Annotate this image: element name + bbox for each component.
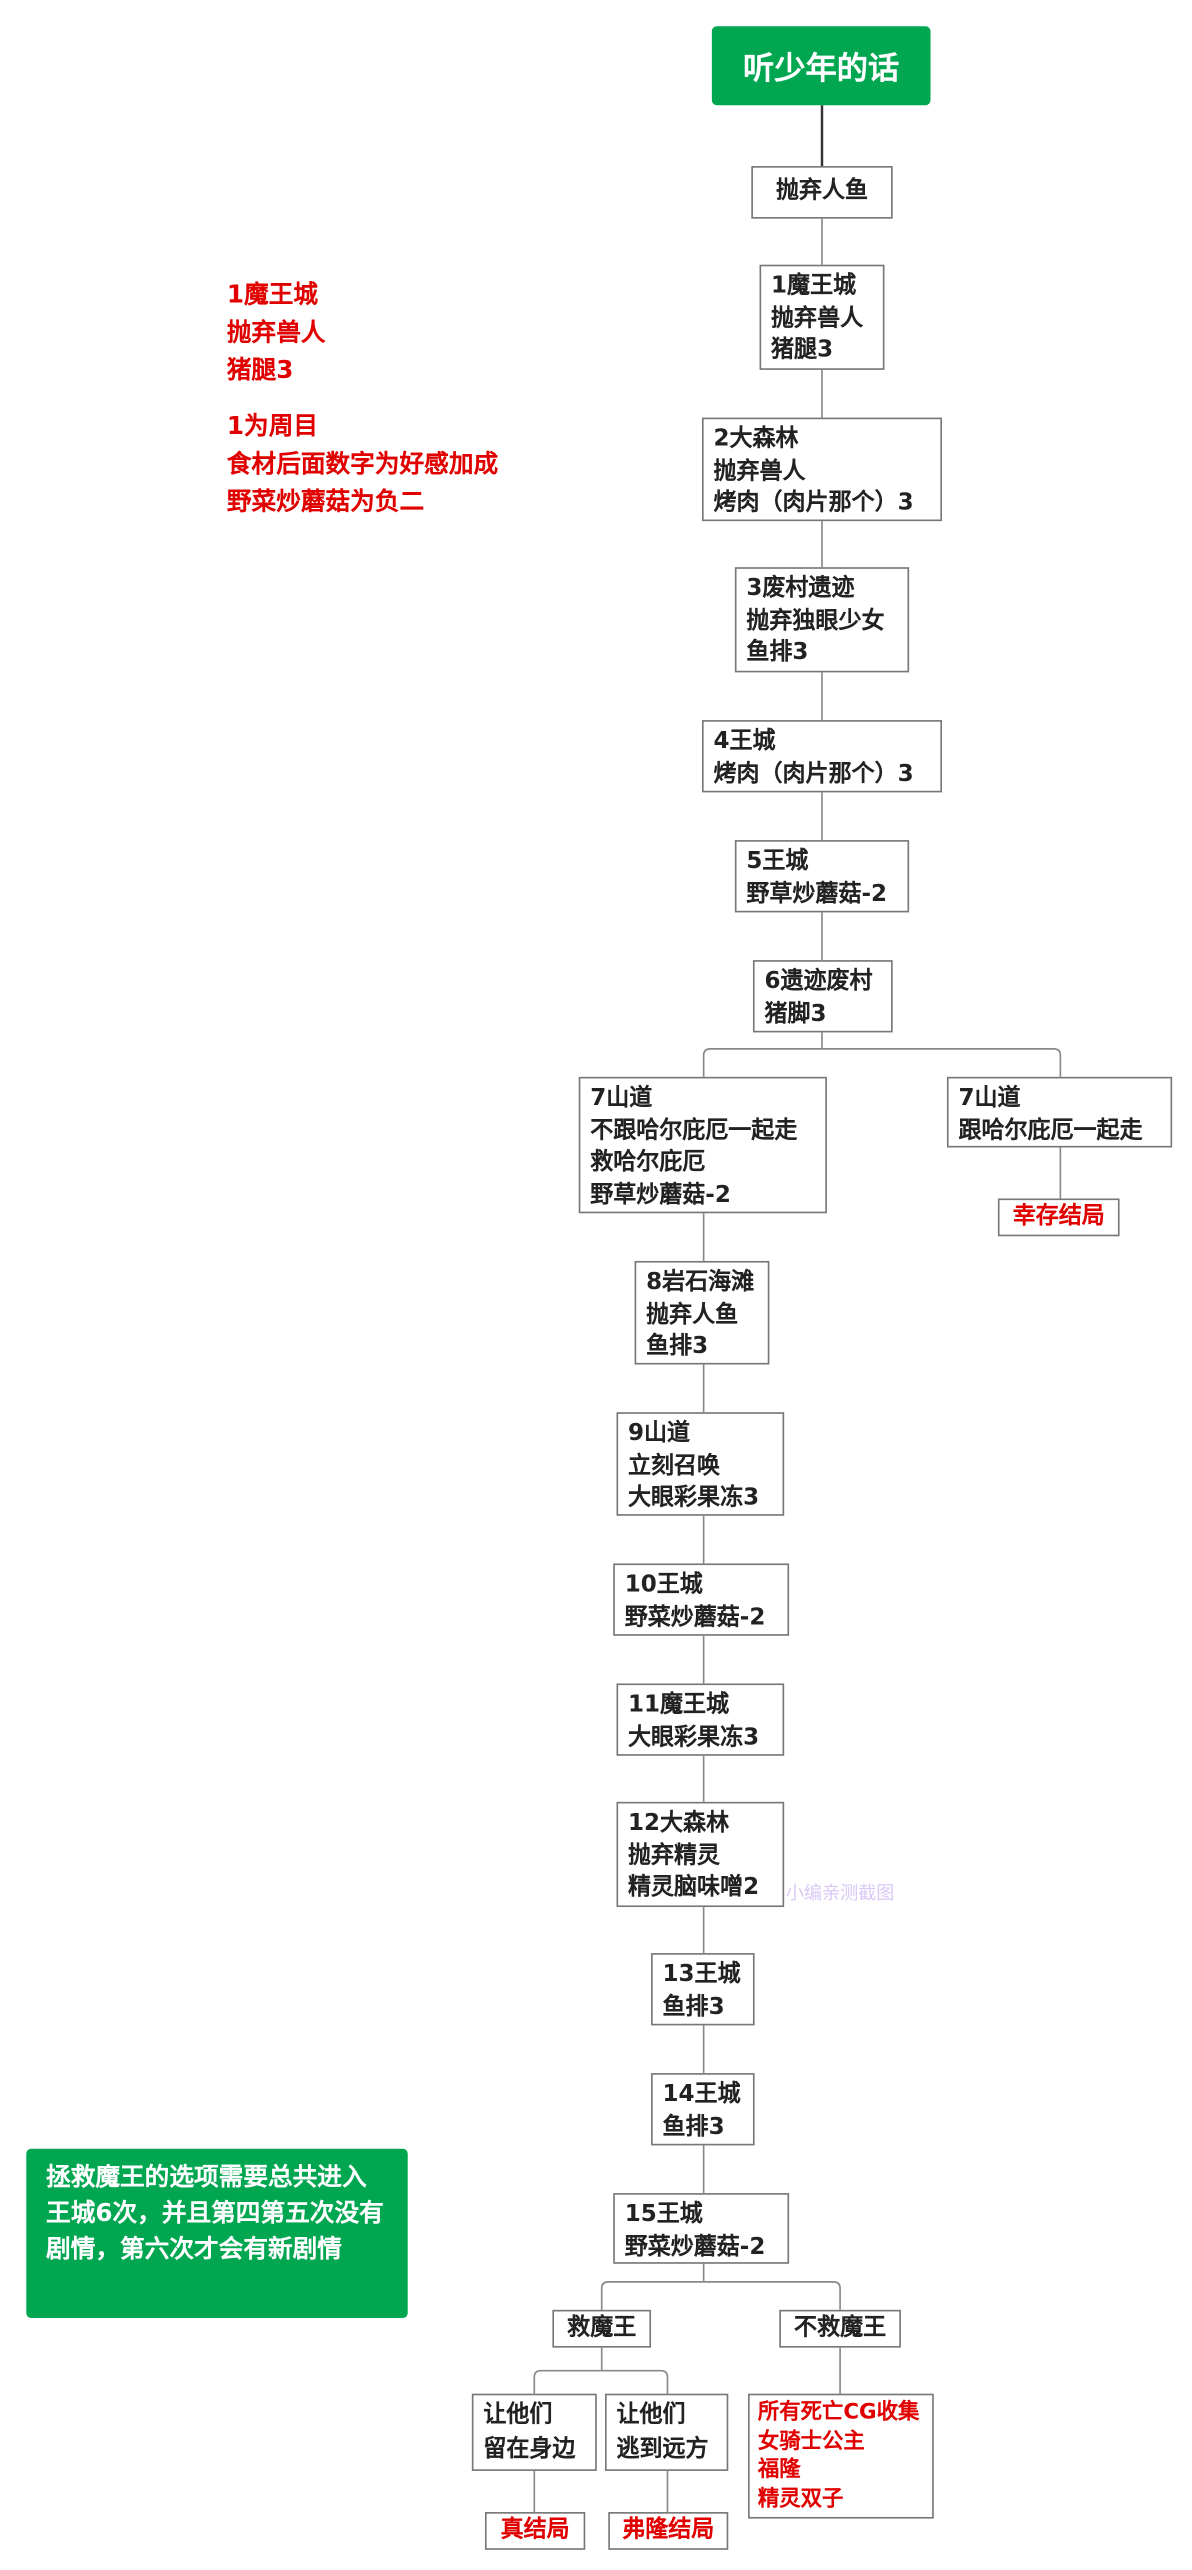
node-text-line: 救哈尔庇厄 [590, 1149, 706, 1176]
node-text-line: 立刻召唤 [628, 1452, 721, 1479]
node-text-line: 野草炒蘑菇-2 [590, 1181, 731, 1208]
node-text-line: 逃到远方 [616, 2436, 709, 2463]
ending-fron: 弗隆结局 [608, 2512, 729, 2550]
node-text-line: 女骑士公主 [757, 2429, 865, 2454]
step-node: 14王城鱼排3 [651, 2073, 755, 2146]
node-text-line: 所有死亡CG收集 [757, 2400, 920, 2425]
note-line: 食材后面数字为好感加成 [226, 448, 499, 479]
node-text-line: 福隆 [757, 2457, 801, 2483]
step-node: 1魔王城抛弃兽人猪腿3 [759, 264, 885, 370]
step-node: 13王城鱼排3 [651, 1953, 755, 2026]
node-text-line: 2大森林 [713, 425, 799, 453]
node-text-line: 10王城 [624, 1571, 703, 1598]
title-node: 听少年的话 [711, 26, 931, 106]
step-node: 3废村遗迹抛弃独眼少女鱼排3 [734, 567, 910, 673]
node-text-line: 精灵脑味噌2 [628, 1874, 760, 1901]
example-note: 1魔王城 抛弃兽人 猪腿3 [227, 276, 326, 389]
node-text-line: 11魔王城 [628, 1691, 730, 1718]
node-text-line: 3废村遗迹 [746, 575, 855, 602]
node-text-line: 大眼彩果冻3 [628, 1484, 760, 1511]
step-node: 5王城野草炒蘑菇-2 [734, 840, 910, 913]
legend-note: 1为周目 食材后面数字为好感加成 野菜炒蘑菇为负二 [227, 408, 498, 521]
choice-flee: 让他们逃到远方 [604, 2393, 729, 2471]
node-text-line: 烤肉（肉片那个）3 [713, 489, 914, 517]
step-node: 4王城烤肉（肉片那个）3 [701, 720, 943, 793]
node-text-line: 抛弃独眼少女 [746, 607, 885, 634]
root-choice-node: 抛弃人鱼 [751, 166, 893, 219]
tip-note: 拯救魔王的选项需要总共进入王城6次，并且第四第五次没有剧情，第六次才会有新剧情 [26, 2148, 408, 2319]
step-node: 2大森林抛弃兽人烤肉（肉片那个）3 [701, 417, 943, 522]
node-text-line: 猪腿3 [771, 337, 834, 364]
step-node: 9山道立刻召唤大眼彩果冻3 [616, 1412, 785, 1516]
step-node: 10王城野菜炒蘑菇-2 [613, 1563, 790, 1636]
node-text-line: 烤肉（肉片那个）3 [713, 760, 914, 787]
node-text-line: 野草炒蘑菇-2 [746, 880, 888, 907]
step-node: 11魔王城大眼彩果冻3 [616, 1683, 785, 1756]
node-text-line: 15王城 [624, 2201, 703, 2228]
note-line: 抛弃兽人 [226, 317, 326, 347]
node-text-line: 抛弃兽人 [713, 457, 806, 485]
node-text-line: 8岩石海滩 [646, 1269, 755, 1296]
node-text-line: 12大森林 [628, 1810, 730, 1837]
node-text-line: 抛弃人鱼 [646, 1301, 739, 1328]
node-text-line: 不跟哈尔庇厄一起走 [590, 1117, 798, 1144]
note-line: 1为周目 [226, 411, 319, 441]
note-line: 1魔王城 [226, 279, 319, 310]
step-node: 8岩石海滩抛弃人鱼鱼排3 [634, 1260, 770, 1365]
node-text-line: 鱼排3 [662, 1993, 725, 2020]
ending-true: 真结局 [484, 2512, 586, 2550]
node-text-line: 1魔王城 [771, 272, 857, 300]
node-text-line: 鱼排3 [662, 2113, 725, 2140]
node-text-line: 大眼彩果冻3 [628, 1723, 760, 1751]
node-text-line: 让他们 [483, 2401, 553, 2429]
note-line: 猪腿3 [226, 355, 294, 385]
node-text-line: 野菜炒蘑菇-2 [624, 1603, 766, 1631]
node-text-line: 抛弃精灵 [628, 1842, 721, 1869]
watermark: 小编亲测截图 [785, 1882, 895, 1904]
node-text-line: 9山道 [628, 1420, 691, 1447]
choice-not-save: 不救魔王 [779, 2309, 901, 2348]
note-line: 野菜炒蘑菇为负二 [226, 486, 425, 517]
choice-save-demon-king: 救魔王 [552, 2309, 652, 2348]
step-node: 12大森林抛弃精灵精灵脑味噌2 [616, 1801, 785, 1908]
node-text-line: 14王城 [662, 2081, 741, 2108]
node-text-line: 猪脚3 [764, 1000, 827, 1027]
node-text-line: 精灵双子 [757, 2486, 844, 2512]
step-node: 7山道不跟哈尔庇厄一起走救哈尔庇厄野草炒蘑菇-2 [578, 1076, 827, 1214]
step-node: 6遗迹废村猪脚3 [752, 960, 893, 1033]
ending-survival: 幸存结局 [997, 1198, 1120, 1237]
node-text-line: 鱼排3 [746, 639, 809, 666]
step-node: 15王城野菜炒蘑菇-2 [613, 2193, 790, 2264]
choice-stay: 让他们留在身边 [471, 2393, 597, 2471]
node-text-line: 留在身边 [483, 2436, 576, 2463]
node-text-line: 野菜炒蘑菇-2 [624, 2233, 766, 2260]
node-text-line: 鱼排3 [646, 1333, 709, 1360]
step-node: 7山道跟哈尔庇厄一起走 [946, 1076, 1173, 1148]
node-text-line: 7山道 [958, 1085, 1021, 1112]
node-text-line: 让他们 [616, 2401, 686, 2429]
node-text-line: 4王城 [713, 728, 776, 755]
node-text-line: 抛弃兽人 [771, 304, 864, 332]
ending-death-cg: 所有死亡CG收集女骑士公主福隆精灵双子 [748, 2393, 934, 2519]
node-text-line: 7山道 [590, 1085, 653, 1112]
node-text-line: 跟哈尔庇厄一起走 [958, 1117, 1143, 1144]
node-text-line: 6遗迹废村 [764, 968, 873, 995]
node-text-line: 13王城 [662, 1961, 741, 1988]
node-text-line: 5王城 [746, 848, 809, 875]
